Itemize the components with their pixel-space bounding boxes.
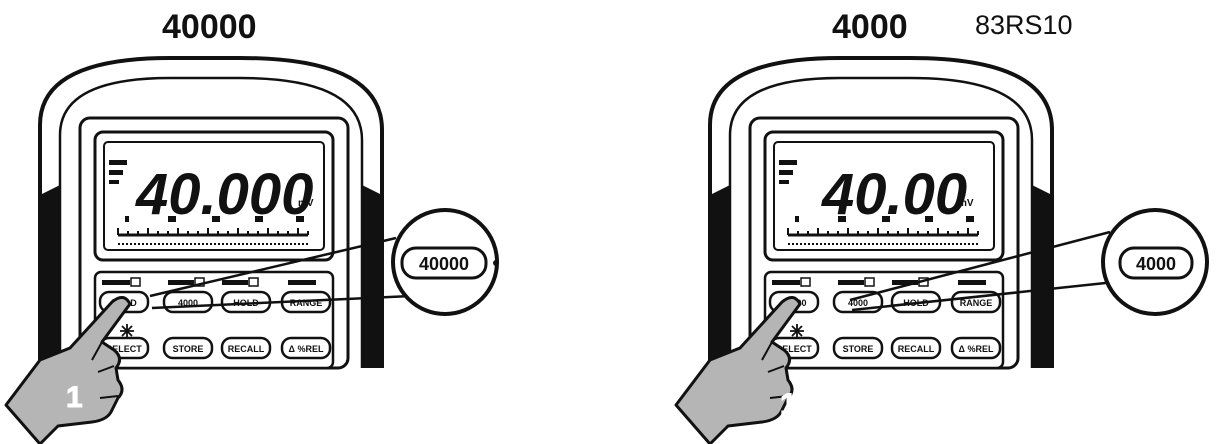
left-store-button[interactable] <box>162 336 214 360</box>
left-rel-button-label: Δ %REL <box>289 344 324 354</box>
left-recall-button[interactable] <box>220 336 272 360</box>
right-callout-label: 4000 <box>1136 254 1176 274</box>
left-display-unit: mV <box>298 198 314 209</box>
right-callout-line-bottom <box>851 280 1116 312</box>
left-callout: 40000 <box>149 208 499 316</box>
right-select-button-label: SELECT <box>776 344 812 354</box>
right-callout: 4000 <box>849 208 1209 316</box>
right-callout-line-top <box>849 230 1111 302</box>
right-recall-button-label: RECALL <box>898 344 935 354</box>
left-select-button-label: SELECT <box>106 344 142 354</box>
left-button-row-2: SELECT STORE RECALL Δ %REL <box>98 336 332 360</box>
left-callout-label: 40000 <box>419 254 469 274</box>
right-model-label: 83RS10 <box>975 10 1073 40</box>
left-callout-button <box>400 246 488 280</box>
right-recall-button[interactable] <box>890 336 942 360</box>
left-display-value: 40.000 <box>135 162 313 227</box>
left-range-button-label: RANGE <box>290 298 323 308</box>
right-rel-button-label: Δ %REL <box>959 344 994 354</box>
left-callout-line-bottom <box>151 294 413 310</box>
left-callout-line-top <box>149 236 397 298</box>
right-store-button-label: STORE <box>843 344 874 354</box>
right-button-row-2: SELECT STORE RECALL Δ %REL <box>768 336 1002 360</box>
right-step-number: 1 <box>780 388 797 421</box>
left-recall-button-label: RECALL <box>228 344 265 354</box>
right-panel: 40.00 mV 40000 4000 HOLD RANGE SELECT ST… <box>674 56 1209 444</box>
right-heading: 4000 <box>832 8 908 46</box>
left-store-button-label: STORE <box>173 344 204 354</box>
left-panel: 40.000 mV HOLD 4000 HOLD RANGE SELECT ST… <box>4 56 499 444</box>
left-heading: 40000 <box>162 8 257 46</box>
left-step-number: 1 <box>66 381 83 414</box>
right-rel-button[interactable] <box>950 336 1002 360</box>
right-display-value: 40.00 <box>821 162 967 227</box>
right-4000-button-label: 4000 <box>848 298 868 308</box>
left-rel-button[interactable] <box>280 336 332 360</box>
right-callout-button <box>1118 246 1194 280</box>
right-range-button-label: RANGE <box>960 298 993 308</box>
right-display-unit: mV <box>958 198 974 209</box>
right-store-button[interactable] <box>832 336 884 360</box>
left-4000-button-label: 4000 <box>178 298 198 308</box>
